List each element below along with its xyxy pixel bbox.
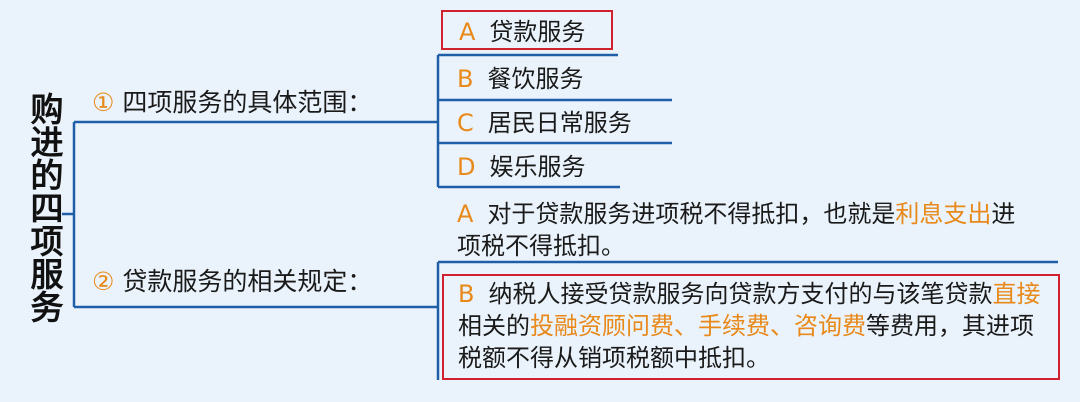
branch1-label: ① 四项服务的具体范围： — [92, 87, 372, 119]
rule-b-text-1: 纳税人接受贷款服务向贷款方支付的与该笔贷款 — [488, 280, 993, 308]
leaf-d: D 娱乐服务 — [457, 152, 585, 182]
branch1-number: ① — [92, 88, 115, 117]
leaf-d-letter: D — [457, 153, 476, 181]
branch2-label: ② 贷款服务的相关规定： — [92, 266, 372, 298]
leaf-b: B 餐饮服务 — [457, 64, 583, 94]
rule-b-highlight-1: 直接 — [992, 280, 1041, 308]
leaf-a-letter: A — [459, 18, 476, 46]
branch2-number: ② — [92, 267, 115, 296]
leaf-b-letter: B — [457, 65, 474, 93]
rule-b-highlight-2: 投融资顾问费、手续费、咨询费 — [530, 312, 866, 340]
rule-a-text-2: 进项税不得抵扣。 — [457, 200, 1016, 260]
rule-a: A 对于贷款服务进项税不得抵扣，也就是利息支出进项税不得抵扣。 — [457, 198, 1037, 262]
rule-a-text-1: 对于贷款服务进项税不得抵扣，也就是 — [487, 200, 896, 228]
root-title: 购进的四项服务 — [25, 92, 64, 323]
leaf-c-text: 居民日常服务 — [487, 109, 632, 137]
branch1-text: 四项服务的具体范围： — [122, 88, 373, 117]
leaf-b-text: 餐饮服务 — [487, 65, 584, 93]
leaf-a-text: 贷款服务 — [489, 18, 586, 46]
leaf-c-letter: C — [457, 109, 474, 137]
branch2-text: 贷款服务的相关规定： — [122, 267, 373, 296]
rule-b-text-2: 相关的 — [458, 312, 530, 340]
rule-a-highlight-1: 利息支出 — [895, 200, 992, 228]
leaf-a: A 贷款服务 — [441, 10, 613, 50]
rule-b-letter: B — [458, 280, 475, 308]
rule-b: B 纳税人接受贷款服务向贷款方支付的与该笔贷款直接相关的投融资顾问费、手续费、咨询… — [442, 274, 1060, 380]
leaf-d-text: 娱乐服务 — [489, 153, 586, 181]
rule-a-letter: A — [457, 200, 474, 228]
rule-b-text-3: 等费用，其进项税额不得从销项税额中抵扣。 — [458, 312, 1034, 372]
leaf-c: C 居民日常服务 — [457, 108, 632, 138]
